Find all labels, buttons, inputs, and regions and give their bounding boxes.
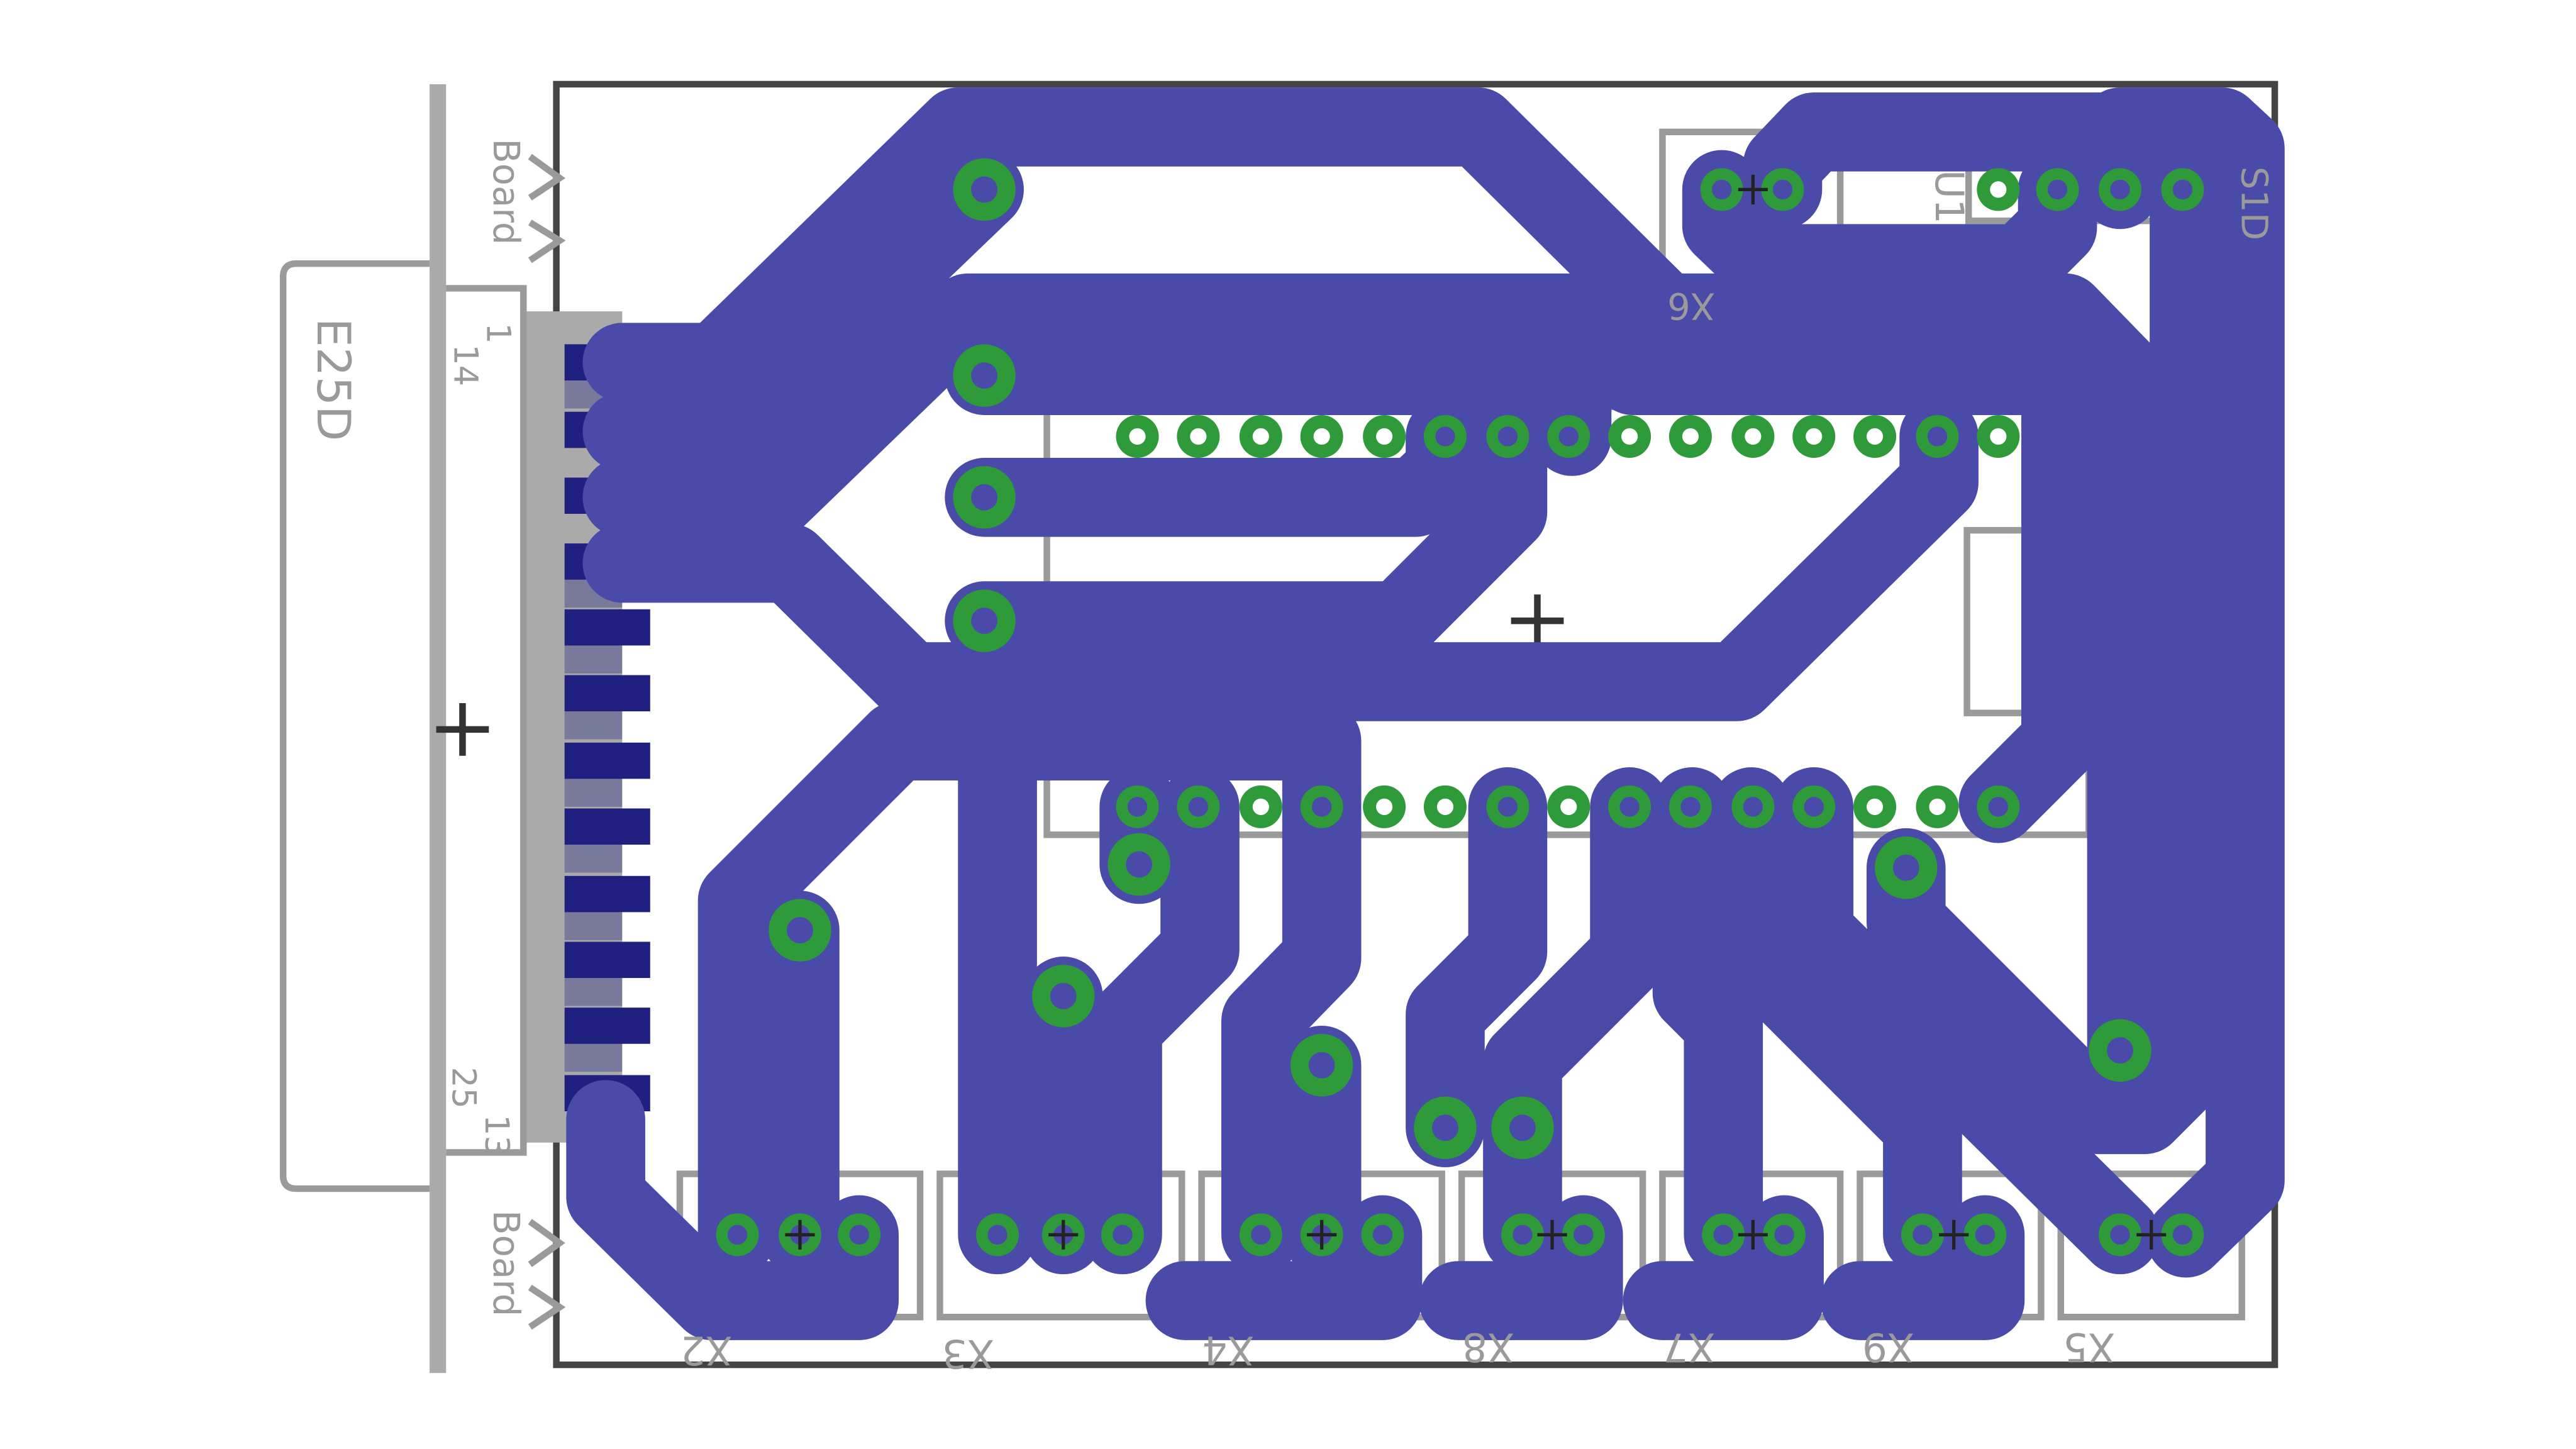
pads <box>716 158 2204 1257</box>
x3-label: X3 <box>942 1331 994 1377</box>
trace <box>566 1080 899 1340</box>
trace <box>1711 767 1962 1275</box>
board-label-top: Board <box>485 138 527 245</box>
u1-label: U1 <box>1926 170 1972 224</box>
x2-label: X2 <box>680 1328 733 1374</box>
smd-pad <box>564 742 650 779</box>
s1d-label: S1D <box>2233 167 2275 241</box>
smd-pad <box>564 1008 650 1044</box>
smd-pad <box>564 609 650 646</box>
smd-pad <box>564 941 650 979</box>
terminal-origin-marks <box>785 174 2167 1250</box>
x5-outline <box>2057 1170 2245 1321</box>
connector-body-outline <box>279 260 430 1192</box>
trace <box>1774 767 2160 1275</box>
x9-label: X9 <box>1862 1324 1914 1370</box>
smd-pad <box>564 675 650 712</box>
ic-top-row-pins <box>1116 414 2020 458</box>
x5-label: X5 <box>2063 1324 2115 1370</box>
trace <box>945 397 1548 660</box>
smd-pad <box>564 843 623 873</box>
trace <box>1652 767 1763 1275</box>
trace <box>1682 150 2097 303</box>
x7-label: X7 <box>1663 1324 1715 1370</box>
x6-pins <box>1700 168 1804 211</box>
smd-pad <box>564 808 650 845</box>
smd-pad <box>564 910 623 940</box>
trace <box>1145 1195 1423 1340</box>
pin-1-label: 1 <box>479 323 518 343</box>
smd-pad <box>564 709 623 740</box>
smd-pad <box>564 976 623 1006</box>
board-label-bottom-arrow <box>528 1219 566 1330</box>
x6-label: X6 <box>1667 284 1715 326</box>
component-labels: X2 X3 X4 X8 X7 X9 X5 X6 U1 S1D <box>680 167 2275 1377</box>
trace <box>1419 1195 1623 1340</box>
trace <box>1406 767 1548 1168</box>
connector-body-tab <box>446 285 527 1156</box>
smd-pad <box>564 875 650 913</box>
trace <box>1820 1195 2025 1340</box>
board-label-top-arrow <box>528 153 566 264</box>
trace <box>1083 767 1240 1275</box>
smd-pad <box>564 1042 623 1072</box>
trace <box>582 87 2167 1094</box>
trace <box>582 273 2101 843</box>
x4-label: X4 <box>1202 1328 1254 1374</box>
trace <box>697 701 1362 1275</box>
connector-name-label: E25D <box>306 318 360 441</box>
trace <box>582 150 1024 471</box>
ic-bottom-row-pins <box>1116 785 2020 828</box>
trace <box>1623 1195 1824 1340</box>
pin-13-label: 13 <box>477 1114 516 1157</box>
x8-label: X8 <box>1462 1324 1514 1370</box>
smd-pad <box>564 643 623 674</box>
pin-25-label: 25 <box>445 1067 483 1109</box>
smd-pad <box>564 777 623 807</box>
trace <box>1866 150 2229 1155</box>
u1-header-pins <box>1977 168 2204 211</box>
trace <box>582 397 1979 721</box>
pin-14-label: 14 <box>446 344 484 386</box>
board-label-bottom: Board <box>485 1210 527 1316</box>
